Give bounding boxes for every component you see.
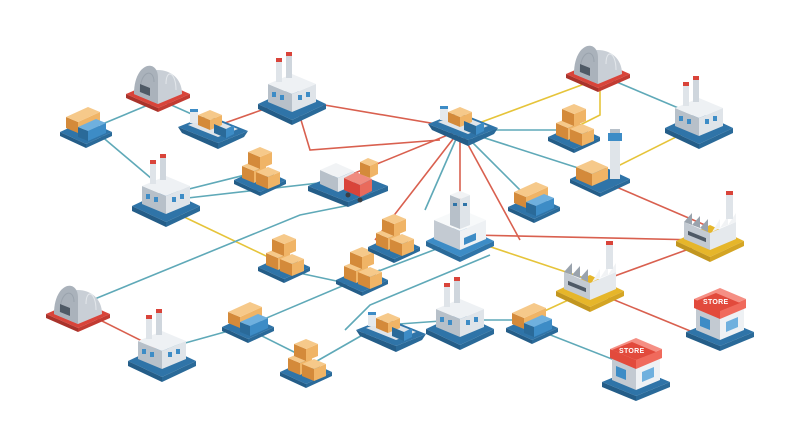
store-sign-text: STORE [703,299,729,306]
factory-icon [426,277,494,350]
factory-icon [676,191,744,262]
warehouse-hangar-icon [126,66,190,112]
network-nodes [46,46,754,401]
cargo-ship-icon [356,312,426,352]
containers-icon [508,182,560,223]
boxes-icon [548,104,600,153]
boxes-icon [234,147,286,196]
boxes-icon [280,339,332,388]
factory-icon [258,52,326,125]
forklift-truck-icon [308,158,388,207]
containers-icon [222,302,274,343]
boxes-icon [258,234,310,283]
cargo-ship-icon [178,109,248,149]
factory-icon [128,309,196,382]
connection-line [80,205,350,305]
store-sign-text: STORE [619,348,645,355]
factory-icon [132,154,200,227]
containers-icon [60,107,112,148]
warehouse-hangar-icon [566,46,630,92]
distribution-center-icon [426,191,494,262]
warehouse-hangar-icon [46,286,110,332]
connection-line [470,235,700,240]
